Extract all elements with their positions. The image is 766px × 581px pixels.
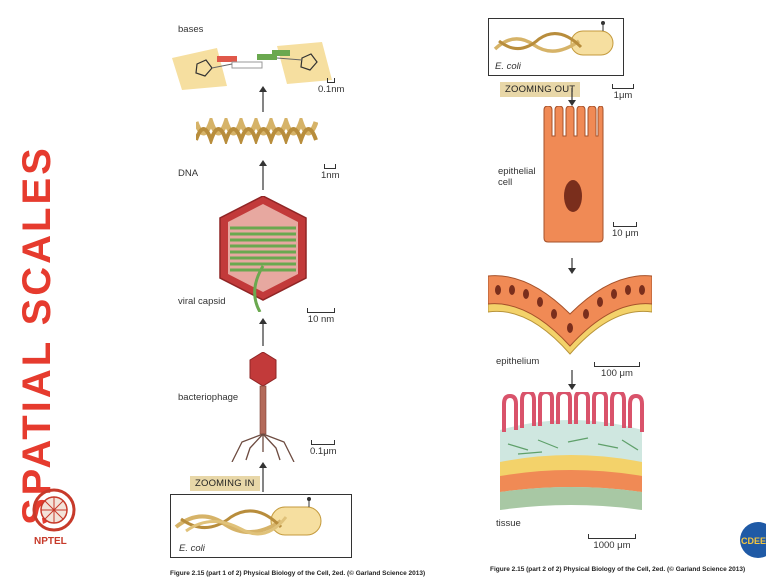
side-title: SPATIAL SCALES — [6, 70, 62, 530]
label-bacteriophage: bacteriophage — [178, 392, 238, 403]
scale-0-1nm: 0.1nm — [318, 78, 344, 95]
arrow-up-1 — [259, 86, 267, 112]
label-epithelial-cell: epithelial cell — [498, 166, 548, 188]
scale-10um: 10 μm — [612, 222, 639, 239]
side-title-text: SPATIAL SCALES — [15, 145, 59, 525]
scale-1um-label: 1μm — [614, 90, 633, 101]
scale-10um-label: 10 μm — [612, 228, 639, 239]
label-dna: DNA — [178, 168, 198, 179]
scale-1000um: 1000 μm — [588, 534, 636, 551]
ecoli-box-right: E. coli — [488, 18, 624, 76]
label-epithelium: epithelium — [496, 356, 539, 367]
scale-100um-label: 100 μm — [601, 368, 633, 379]
bases-diagram — [172, 40, 332, 90]
scale-0-1um-label: 0.1μm — [310, 446, 337, 457]
arrow-up-3 — [259, 318, 267, 346]
arrow-up-2 — [259, 160, 267, 190]
label-ecoli-right: E. coli — [495, 61, 521, 72]
epithelium-diagram — [488, 270, 652, 360]
scale-100um: 100 μm — [594, 362, 640, 379]
ecoli-box-left: E. coli — [170, 494, 352, 558]
scale-10nm-label: 10 nm — [308, 314, 334, 325]
arrow-up-4 — [259, 462, 267, 492]
zooming-in-label: ZOOMING IN — [190, 476, 260, 491]
scale-0-1nm-label: 0.1nm — [318, 84, 344, 95]
arrow-down-1 — [568, 88, 576, 106]
label-tissue: tissue — [496, 518, 521, 529]
scale-10nm: 10 nm — [307, 308, 335, 325]
caption-right: Figure 2.15 (part 2 of 2) Physical Biolo… — [490, 566, 745, 573]
tissue-diagram — [498, 392, 644, 522]
bacteriophage-diagram — [228, 352, 298, 462]
arrow-down-3 — [568, 370, 576, 390]
nptel-text: NPTEL — [34, 536, 67, 547]
scale-0-1um: 0.1μm — [310, 440, 337, 457]
scale-1000um-label: 1000 μm — [593, 540, 630, 551]
label-viral-capsid: viral capsid — [178, 296, 226, 307]
epithelial-cell-diagram — [542, 106, 604, 244]
cdeep-logo: CDEEP — [738, 522, 766, 558]
scale-1nm: 1nm — [321, 164, 339, 181]
label-bases: bases — [178, 24, 203, 35]
label-ecoli-left: E. coli — [179, 543, 205, 554]
nptel-logo: NPTEL — [28, 488, 84, 536]
dna-diagram — [196, 118, 318, 144]
viral-capsid-diagram — [218, 196, 308, 312]
scale-1nm-label: 1nm — [321, 170, 339, 181]
caption-left: Figure 2.15 (part 1 of 2) Physical Biolo… — [170, 570, 425, 577]
cdeep-logo-text: CDEEP — [741, 536, 766, 546]
scale-1um: 1μm — [612, 84, 634, 101]
